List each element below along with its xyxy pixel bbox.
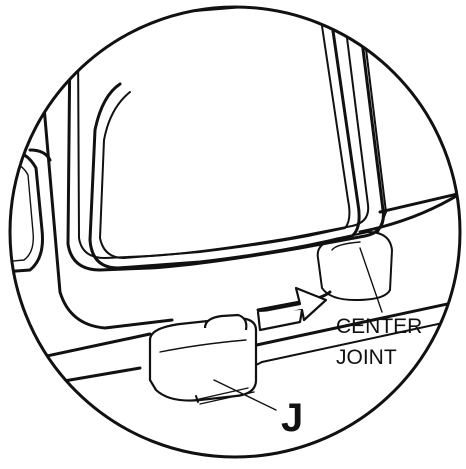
center-joint-label-line1: CENTER — [336, 315, 423, 338]
magnifier-circle — [8, 5, 462, 459]
center-joint-foot — [316, 231, 393, 301]
bracket-j — [148, 313, 258, 405]
left-side-panel — [10, 148, 44, 274]
center-joint-label-line2: JOINT — [336, 346, 397, 369]
right-arrow-icon — [256, 286, 328, 332]
leader-lines — [213, 247, 383, 411]
part-letter-label: J — [281, 396, 304, 440]
housing-body — [28, 7, 387, 330]
